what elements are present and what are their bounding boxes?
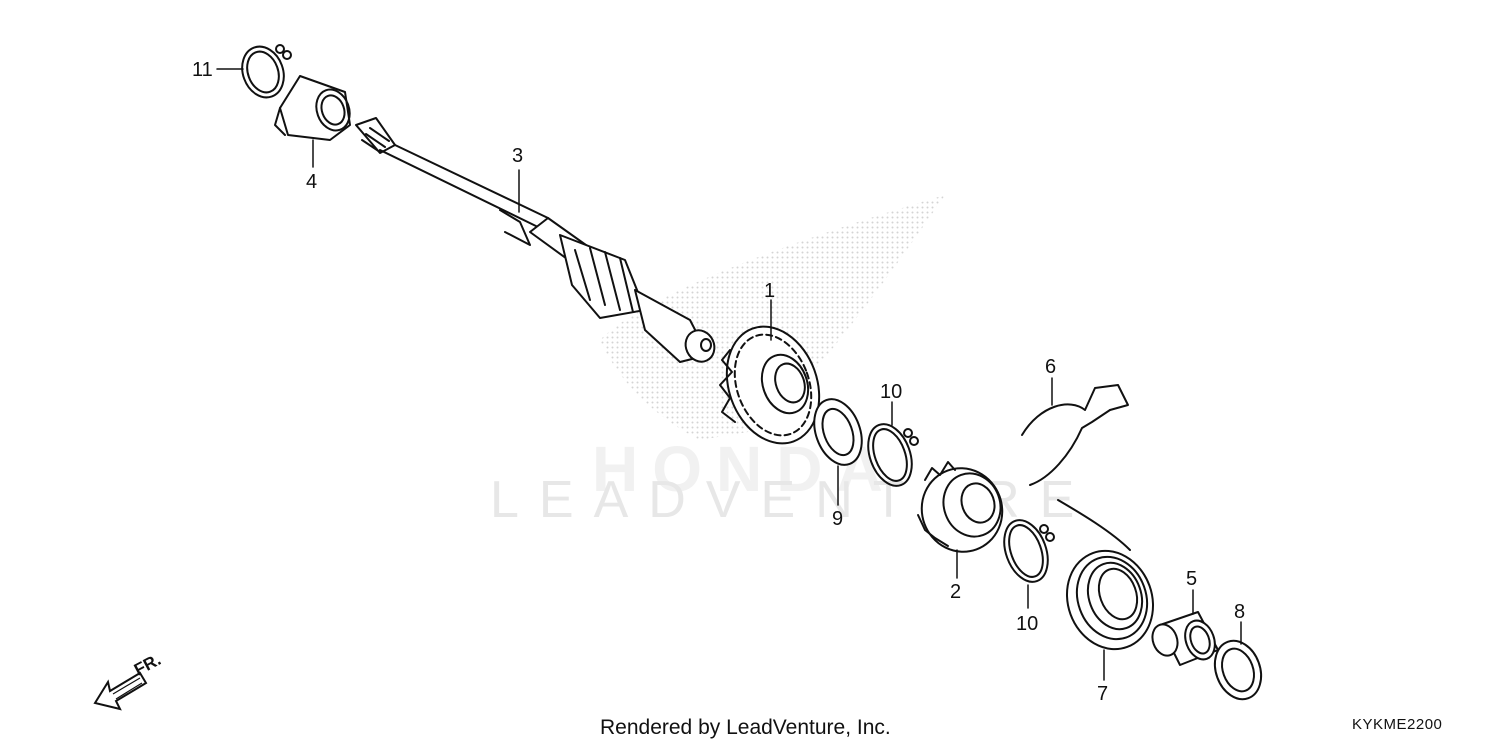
callout-2: 2 — [950, 581, 961, 603]
callout-10-lower: 10 — [1016, 613, 1038, 635]
callout-3: 3 — [512, 145, 523, 167]
callout-10-upper: 10 — [880, 381, 902, 403]
callout-5: 5 — [1186, 568, 1197, 590]
washer-part-8 — [1213, 639, 1263, 701]
circlip-part-10-lower — [1003, 519, 1055, 583]
collar-part-5 — [1151, 611, 1219, 666]
return-spring-part-7 — [1057, 499, 1155, 651]
callout-6: 6 — [1045, 356, 1056, 378]
circlip-part-11 — [241, 44, 292, 99]
callout-1: 1 — [764, 280, 775, 302]
circlip-part-10-upper — [867, 423, 919, 487]
callout-7: 7 — [1097, 683, 1108, 705]
diagram-code: KYKME2200 — [1352, 716, 1443, 733]
rendered-by-text: Rendered by LeadVenture, Inc. — [600, 716, 891, 739]
washer-part-9 — [813, 398, 863, 466]
ratchet-part-2 — [917, 461, 1004, 553]
watermark-wing — [600, 195, 945, 440]
front-direction-arrow-icon: FR. — [93, 650, 164, 711]
collar-part-4 — [274, 75, 351, 141]
spring-clip-part-6 — [1021, 384, 1129, 486]
gear-part-1 — [719, 325, 821, 445]
callout-4: 4 — [306, 171, 317, 193]
spindle-part-3 — [355, 117, 716, 363]
callout-8: 8 — [1234, 601, 1245, 623]
callout-11: 11 — [192, 59, 213, 81]
leader-lines — [216, 68, 1242, 681]
callout-9: 9 — [832, 508, 843, 530]
